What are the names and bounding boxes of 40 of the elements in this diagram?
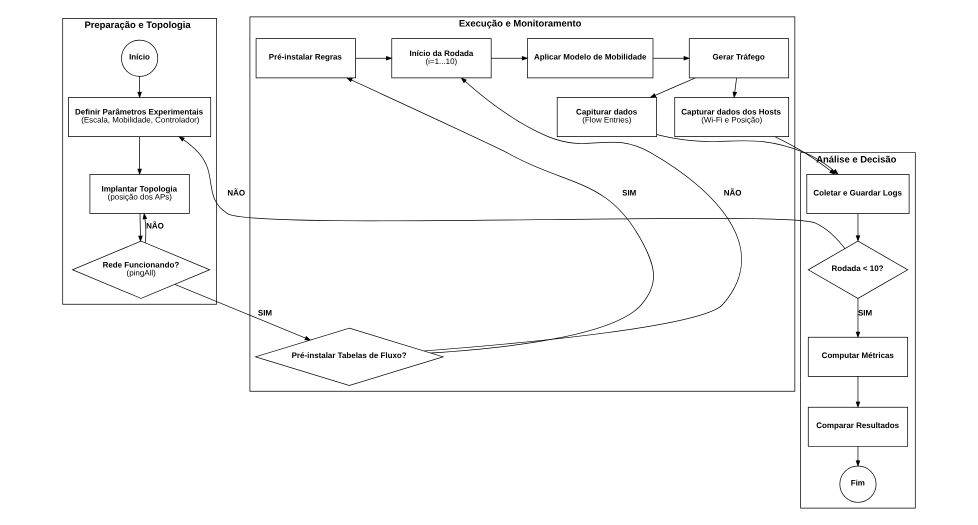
arrow [856, 446, 860, 467]
arrow [174, 284, 312, 340]
arrow [137, 136, 142, 176]
node-box: Capturar dados dos Hosts (Wi-Fi e Posição) [674, 97, 790, 137]
node-box: Aplicar Modelo de Mobilidade [527, 38, 654, 78]
node-box: Implantar Topologia (posição dos APs) [90, 174, 190, 214]
arrow [424, 77, 742, 352]
arrow [656, 134, 839, 175]
arrow [346, 77, 654, 354]
node-box: Comparar Resultados [808, 406, 908, 447]
arrow [491, 56, 528, 61]
arrow [774, 136, 836, 175]
node-circle: Fim [839, 466, 876, 503]
arrow [856, 298, 860, 338]
node-diamond: Rodada < 10? [808, 240, 908, 299]
arrow [856, 213, 860, 242]
node-circle: Início [121, 40, 158, 77]
node-box: Definir Parâmetros Experimentais (Escala, Mobilidade, Controlador) [68, 97, 212, 137]
node-diamond: Rede Funcionando? (pingAll) [72, 240, 211, 299]
edge-label: NÃO [146, 222, 164, 231]
arrow [137, 76, 142, 98]
arrow [649, 78, 696, 98]
arrow [732, 78, 738, 98]
arrow [355, 56, 393, 61]
arrow [652, 56, 690, 61]
arrow [142, 212, 148, 244]
edge-label: NÃO [724, 188, 742, 198]
edge-label: SIM [258, 308, 272, 318]
node-box: Coletar e Guardar Logs [806, 174, 910, 214]
arrow [138, 213, 143, 242]
node-box: Gerar Tráfego [688, 38, 790, 78]
node-box: Início da Rodada (i=1...10) [391, 38, 492, 78]
arrow [178, 136, 846, 249]
node-box: Pré-instalar Regras [256, 38, 356, 78]
arrow [856, 376, 860, 408]
node-box: Capiturar dados (Flow Entries) [556, 97, 657, 137]
node-box: Computar Métricas [808, 336, 908, 377]
edge-label: SIM [622, 188, 636, 198]
node-diamond: Pré-instalar Tabelas de Fluxo? [254, 328, 444, 386]
edge-label: NÃO [227, 188, 246, 198]
